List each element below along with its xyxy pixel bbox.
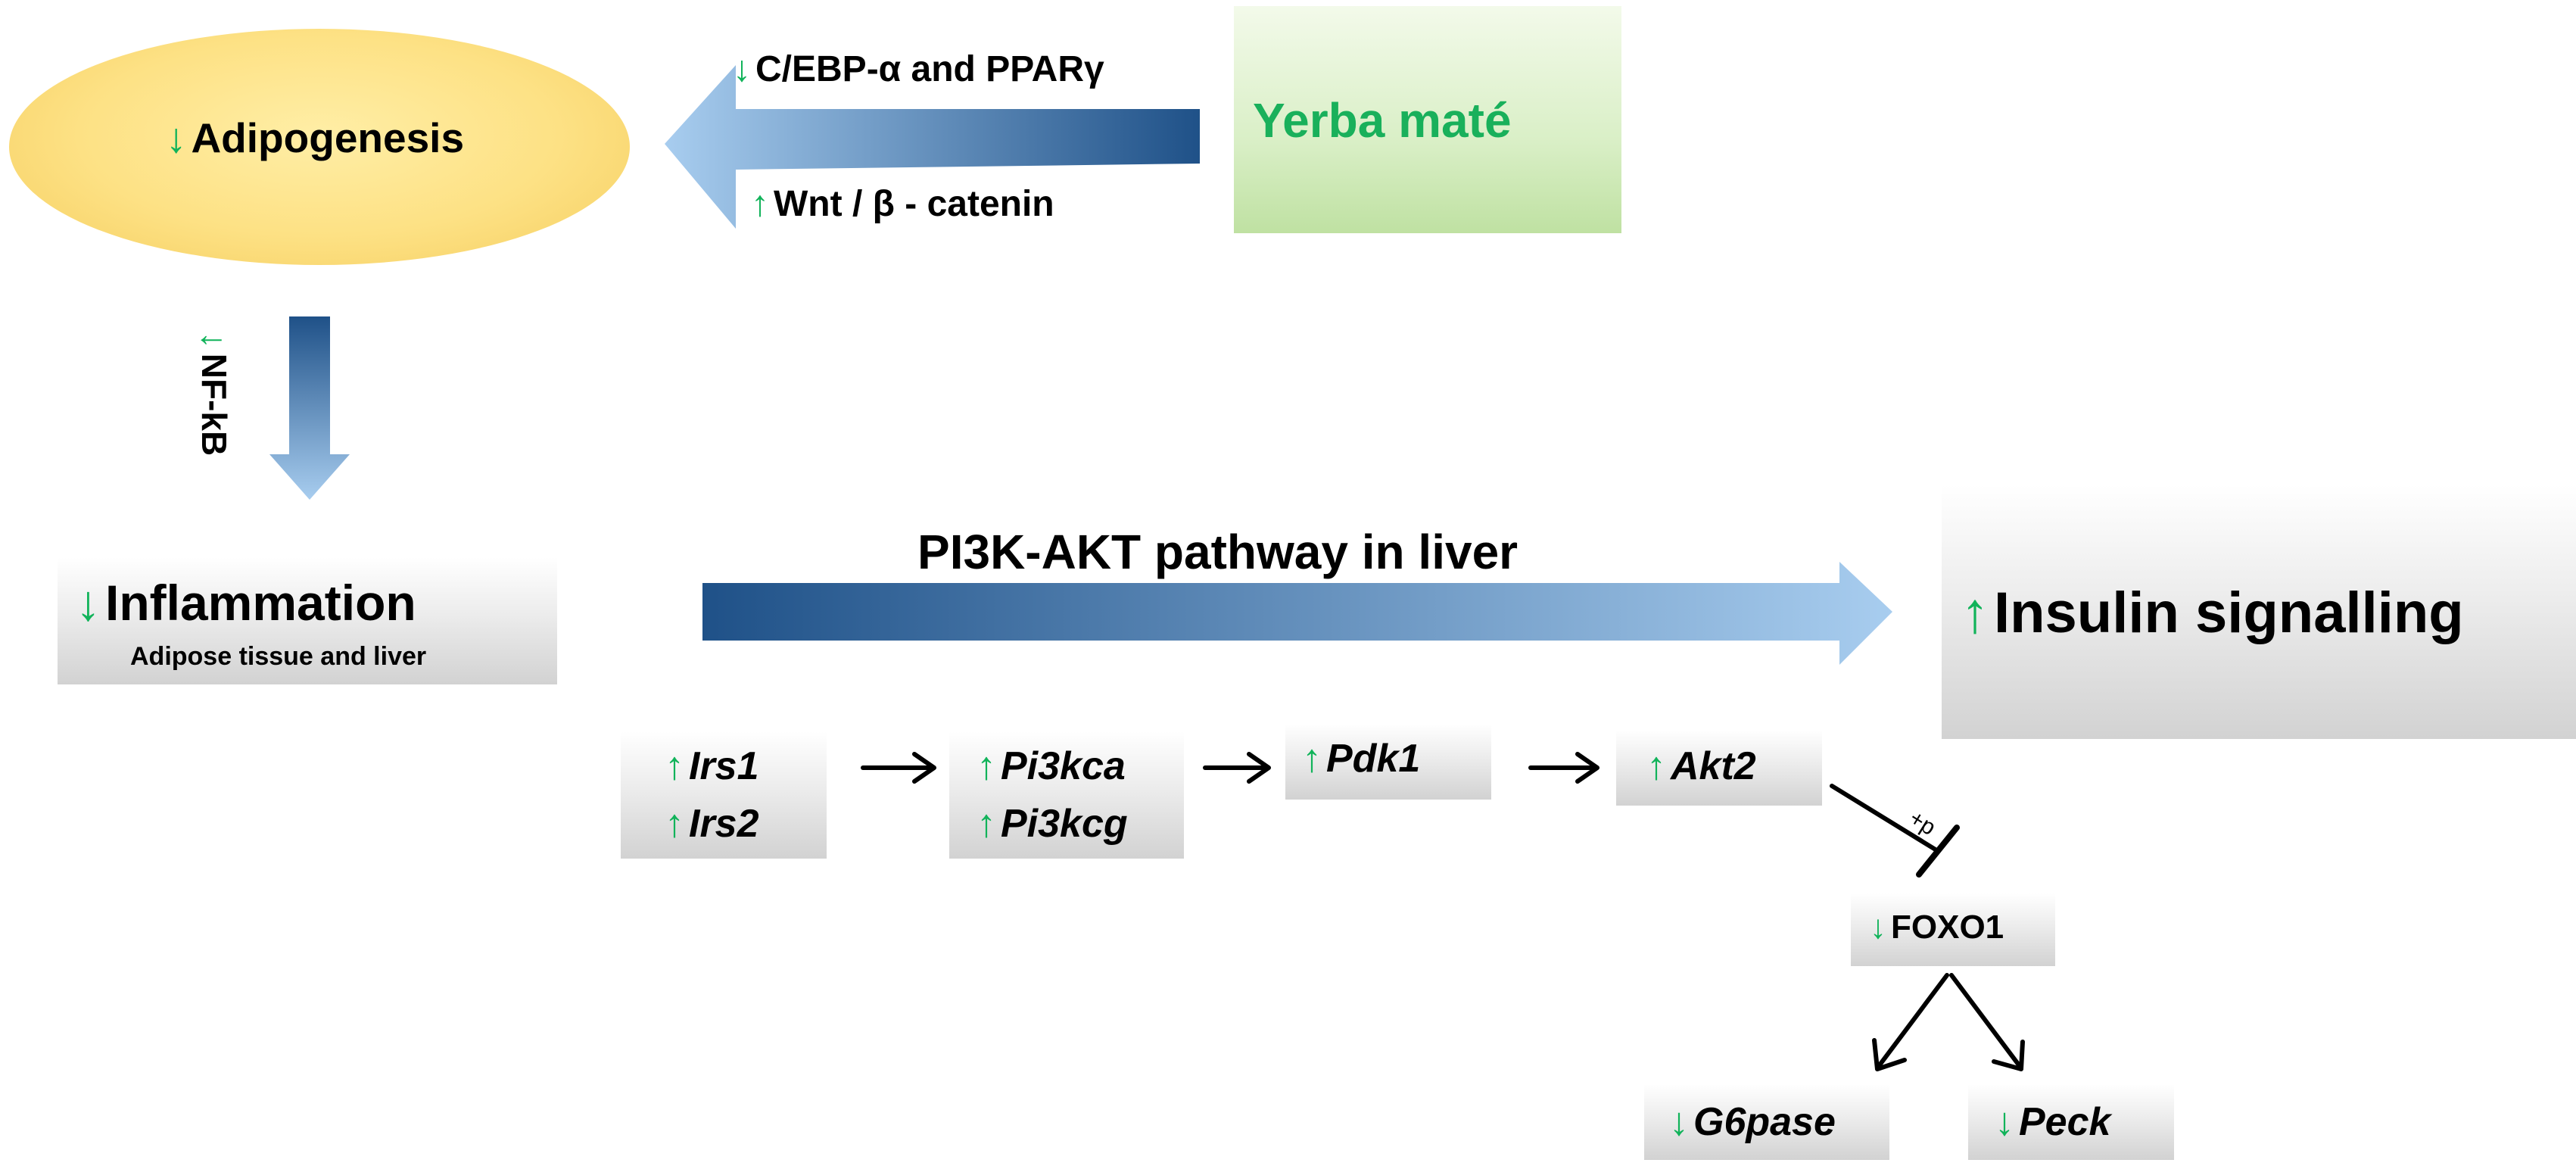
insulin-signalling-box (1942, 485, 2576, 739)
pi3kca-text: Pi3kca (1001, 744, 1126, 788)
up-arrow-icon: ↑ (977, 802, 996, 846)
pdk1-label: ↑Pdk1 (1302, 736, 1420, 781)
up-arrow-icon: ↑ (1961, 581, 1989, 645)
g6pase-gene-box (1644, 1084, 1889, 1160)
irs-gene-box (621, 731, 827, 859)
down-arrow-icon: ↓ (1669, 1100, 1689, 1144)
adipogenesis-ellipse (9, 29, 630, 265)
wnt-catenin-label: ↑Wnt / β - catenin (751, 183, 1054, 225)
yerba-mate-box (1234, 6, 1621, 233)
up-arrow-icon: ↑ (751, 184, 769, 224)
down-arrow-icon: ↓ (165, 114, 187, 161)
down-arrow-icon: ↓ (195, 331, 234, 349)
yerba-to-adipogenesis-arrow (665, 65, 1200, 229)
akt2-gene-box (1616, 730, 1822, 806)
pi3k-gene-box (949, 731, 1184, 859)
g6pase-label: ↓G6pase (1669, 1099, 1836, 1145)
up-arrow-icon: ↑ (977, 744, 996, 788)
irs2-label: ↑Irs2 (665, 801, 759, 846)
pi3k-pathway-arrow (702, 562, 1892, 665)
peck-gene-box (1968, 1084, 2174, 1160)
foxo1-label: ↓FOXO1 (1870, 909, 2004, 946)
peck-text: Peck (2019, 1100, 2111, 1144)
yerba-mate-label: Yerba maté (1253, 93, 1512, 148)
cebp-ppar-label: ↓C/EBP-α and PPARγ (733, 48, 1104, 90)
pdk1-text: Pdk1 (1326, 737, 1421, 781)
inflammation-text: Inflammation (105, 575, 416, 631)
cascade-arrows (861, 752, 2025, 1071)
akt2-label: ↑Akt2 (1646, 744, 1756, 789)
nfkb-label: ↓ NF-kB (194, 303, 235, 485)
pi3kcg-label: ↑Pi3kcg (977, 801, 1128, 846)
insulin-signalling-label: ↑Insulin signalling (1961, 580, 2464, 646)
foxo1-text: FOXO1 (1891, 909, 2004, 946)
inflammation-box (58, 557, 557, 684)
irs1-label: ↑Irs1 (665, 744, 759, 789)
inflammation-subtitle: Adipose tissue and liver (130, 642, 427, 671)
inflammation-label: ↓Inflammation (76, 574, 416, 631)
adipogenesis-text: Adipogenesis (191, 114, 465, 161)
pdk1-gene-box (1285, 724, 1491, 800)
pi3kca-label: ↑Pi3kca (977, 744, 1126, 789)
up-arrow-icon: ↑ (665, 744, 684, 788)
irs1-text: Irs1 (689, 744, 759, 788)
wnt-catenin-text: Wnt / β - catenin (774, 184, 1054, 224)
up-arrow-icon: ↑ (1302, 737, 1322, 781)
insulin-signalling-text: Insulin signalling (1994, 581, 2464, 645)
g6pase-text: G6pase (1693, 1100, 1836, 1144)
cebp-ppar-text: C/EBP-α and PPARγ (755, 49, 1104, 89)
peck-label: ↓Peck (1995, 1099, 2110, 1145)
nfkb-text: NF-kB (195, 353, 234, 457)
akt2-text: Akt2 (1671, 744, 1756, 788)
pi3kcg-text: Pi3kcg (1001, 802, 1128, 846)
up-arrow-icon: ↑ (1646, 744, 1666, 788)
pathway-title: PI3K-AKT pathway in liver (917, 525, 1519, 579)
down-arrow-icon: ↓ (76, 575, 101, 631)
down-arrow-icon: ↓ (1870, 909, 1886, 946)
up-arrow-icon: ↑ (665, 802, 684, 846)
down-arrow-icon: ↓ (733, 49, 751, 89)
foxo1-gene-box (1851, 893, 2055, 966)
adipogenesis-to-inflammation-arrow (269, 316, 350, 500)
adipogenesis-label: ↓Adipogenesis (0, 114, 630, 162)
irs2-text: Irs2 (689, 802, 759, 846)
down-arrow-icon: ↓ (1995, 1100, 2014, 1144)
